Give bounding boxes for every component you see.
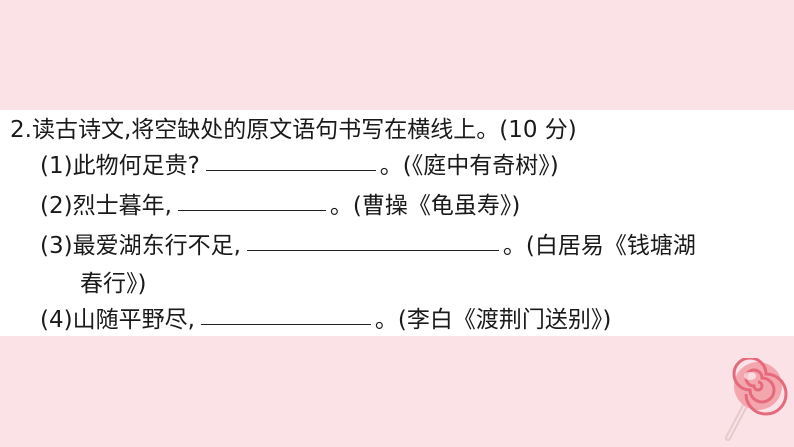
answer-blank-1[interactable] xyxy=(205,170,376,171)
question-item-4: (4)山随平野尽, 。(李白《渡荆门送别》) xyxy=(40,300,794,340)
question-heading: 2.读古诗文,将空缺处的原文语句书写在横线上。(10 分) xyxy=(10,110,794,150)
answer-blank-2[interactable] xyxy=(177,210,326,211)
question-item-3: (3)最爱湖东行不足, 。(白居易《钱塘湖 xyxy=(40,226,794,266)
item-2-prefix: (2)烈士暮年, xyxy=(40,193,172,219)
question-item-2: (2)烈士暮年, 。(曹操《龟虽寿》) xyxy=(40,186,794,226)
item-2-suffix: 。(曹操《龟虽寿》) xyxy=(329,193,521,219)
item-1-suffix: 。(《庭中有奇树》) xyxy=(379,153,559,179)
item-1-prefix: (1)此物何足贵? xyxy=(40,153,200,179)
item-3-suffix: 。(白居易《钱塘湖 xyxy=(502,233,696,259)
question-heading-text: 2.读古诗文,将空缺处的原文语句书写在横线上。(10 分) xyxy=(10,117,577,143)
bottom-pink-band xyxy=(0,336,794,447)
question-item-3-continuation: 春行》) xyxy=(80,264,794,304)
question-panel: 2.读古诗文,将空缺处的原文语句书写在横线上。(10 分) (1)此物何足贵? 。… xyxy=(0,110,794,336)
item-3-prefix: (3)最爱湖东行不足, xyxy=(40,233,241,259)
question-item-1: (1)此物何足贵? 。(《庭中有奇树》) xyxy=(40,146,794,186)
item-4-prefix: (4)山随平野尽, xyxy=(40,307,195,333)
item-3-continuation-text: 春行》) xyxy=(80,271,147,297)
answer-blank-4[interactable] xyxy=(200,324,371,325)
item-4-suffix: 。(李白《渡荆门送别》) xyxy=(374,307,612,333)
lollipop-icon xyxy=(725,358,788,441)
top-pink-band xyxy=(0,0,794,110)
answer-blank-3[interactable] xyxy=(246,250,499,251)
